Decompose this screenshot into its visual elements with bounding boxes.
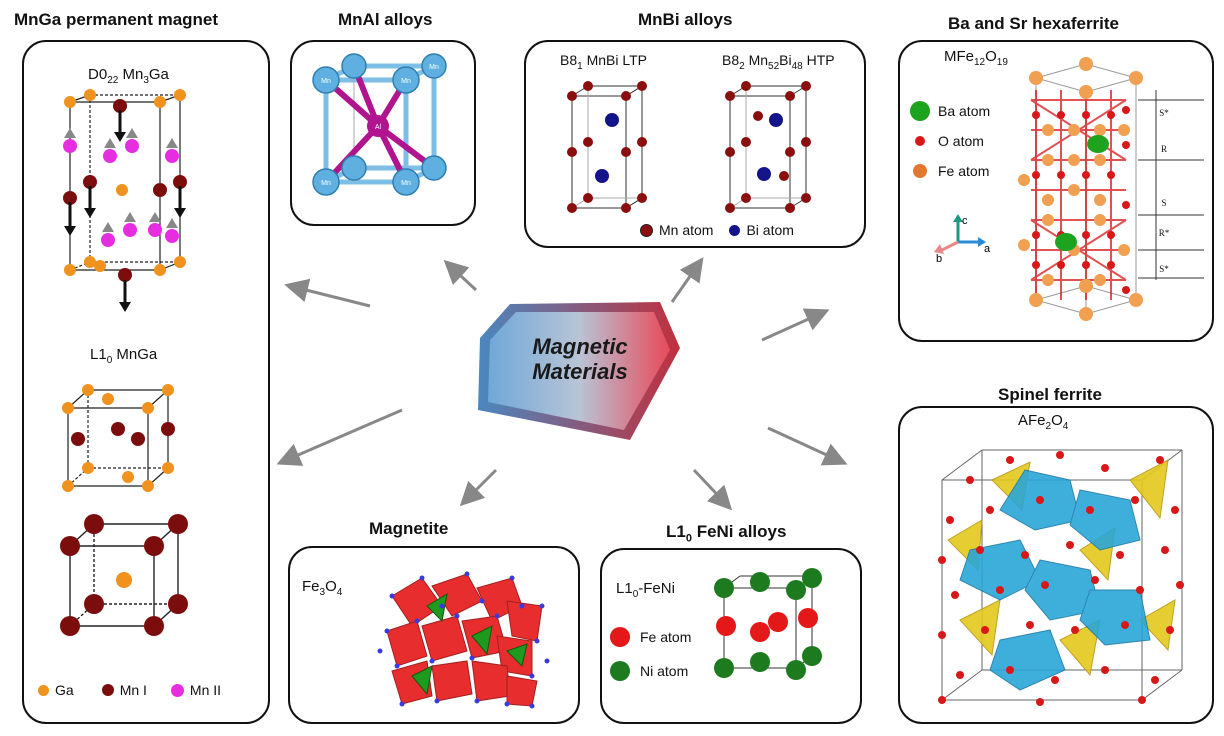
- spinel-title: Spinel ferrite: [998, 385, 1102, 404]
- layer-r-star-label: R*: [1159, 228, 1170, 238]
- center-hexagon: [478, 302, 680, 440]
- d022-label: D022 Mn3Ga: [88, 66, 169, 86]
- hexaferrite-structure: S* R S R* S*: [1018, 57, 1204, 321]
- mnbi-ltp-structure: [567, 81, 647, 213]
- hexaferrite-axes-icon: c b a: [934, 214, 991, 265]
- mnal-mn-label: Mn: [321, 180, 331, 187]
- mn1-dot: [101, 684, 114, 696]
- bi-atom-legend-label: Bi atom: [746, 222, 794, 238]
- mn1-legend-label: Mn I: [119, 682, 147, 698]
- magnetite-formula: Fe3O4: [302, 578, 343, 598]
- mnbi-legend: Mn atom Bi atom: [640, 222, 794, 238]
- feni-structure: [714, 568, 822, 680]
- layer-r-label: R: [1161, 144, 1167, 154]
- center-label-line2: Materials: [532, 359, 628, 385]
- mnal-mn-label: Mn: [401, 78, 411, 85]
- bi-atom-dot: [729, 224, 741, 236]
- arrow-to-mnga-top: [284, 278, 371, 308]
- mn-atom-legend-label: Mn atom: [659, 222, 714, 238]
- spinel-structure: [938, 449, 1184, 706]
- l10-mnga-label: L10 MnGa: [90, 346, 158, 366]
- arrow-to-feni: [692, 468, 733, 511]
- arrow-to-mnbi: [670, 257, 704, 303]
- magnetite-title: Magnetite: [369, 519, 449, 538]
- center-label: Magnetic Materials: [500, 334, 660, 385]
- arrow-to-magnetite: [459, 468, 498, 507]
- mnal-mn-label: Mn: [401, 180, 411, 187]
- ga-legend-label: Ga: [55, 682, 74, 698]
- mnbi-title: MnBi alloys: [638, 10, 733, 29]
- mnbi-htp-label: B82 Mn52Bi48 HTP: [722, 52, 835, 72]
- mn2-legend-label: Mn II: [189, 682, 222, 698]
- ga-dot: [38, 684, 49, 696]
- o-atom-dot: [915, 136, 925, 146]
- mnal-mn-label: Mn: [321, 78, 331, 85]
- fe-atom-legend-label: Fe atom: [938, 163, 990, 179]
- arrow-to-spinel: [767, 426, 848, 466]
- axis-b-label: b: [936, 253, 942, 265]
- mnbi-ltp-label: B81 MnBi LTP: [560, 52, 647, 72]
- spinel-formula: AFe2O4: [1018, 412, 1069, 432]
- mnga-panel: [22, 40, 270, 724]
- mnal-al-label: Al: [375, 124, 382, 131]
- fe-atom-dot: [913, 164, 927, 178]
- magnetite-structure: [377, 571, 550, 709]
- hexaferrite-panel: [898, 40, 1214, 342]
- ni-atom-dot: [610, 661, 630, 681]
- mn2-dot: [170, 683, 184, 697]
- mn-atom-dot: [640, 223, 653, 237]
- l10-mnga-structure: [62, 384, 175, 492]
- mnal-mn-label: Mn: [429, 64, 439, 71]
- mnbi-htp-structure: [725, 81, 811, 213]
- d022-structure: [63, 89, 187, 312]
- layer-s-label: S: [1161, 198, 1166, 208]
- ba-atom-dot: [910, 101, 930, 121]
- mnal-title: MnAl alloys: [338, 10, 433, 29]
- feni-label: L10-FeNi: [616, 580, 675, 600]
- layer-s-star-label: S*: [1159, 264, 1169, 274]
- mn-cube-structure: [60, 514, 188, 636]
- fe-atom-legend-label: Fe atom: [640, 629, 692, 645]
- arrow-to-hexaferrite: [761, 308, 830, 342]
- hexaferrite-legend: Ba atom O atom Fe atom: [910, 96, 990, 186]
- mnga-legend: Ga Mn I Mn II: [38, 682, 221, 698]
- fe-atom-dot: [610, 627, 630, 647]
- mnga-title: MnGa permanent magnet: [14, 10, 219, 29]
- o-atom-legend-label: O atom: [938, 133, 984, 149]
- ba-atom-legend-label: Ba atom: [938, 103, 991, 119]
- arrow-to-mnga-bottom: [276, 408, 403, 466]
- hexaferrite-formula: MFe12O19: [944, 48, 1008, 68]
- mnal-structure: Mn Mn Mn Mn Mn Al: [312, 53, 447, 196]
- axis-a-label: a: [984, 243, 991, 255]
- feni-title: L10 FeNi alloys: [666, 522, 787, 545]
- arrow-to-mnal: [443, 259, 478, 292]
- center-label-line1: Magnetic: [532, 334, 628, 359]
- hexaferrite-title: Ba and Sr hexaferrite: [948, 14, 1120, 33]
- axis-c-label: c: [962, 215, 968, 227]
- layer-s-star-label: S*: [1159, 108, 1169, 118]
- ni-atom-legend-label: Ni atom: [640, 663, 689, 679]
- feni-legend: Fe atom Ni atom: [610, 620, 691, 688]
